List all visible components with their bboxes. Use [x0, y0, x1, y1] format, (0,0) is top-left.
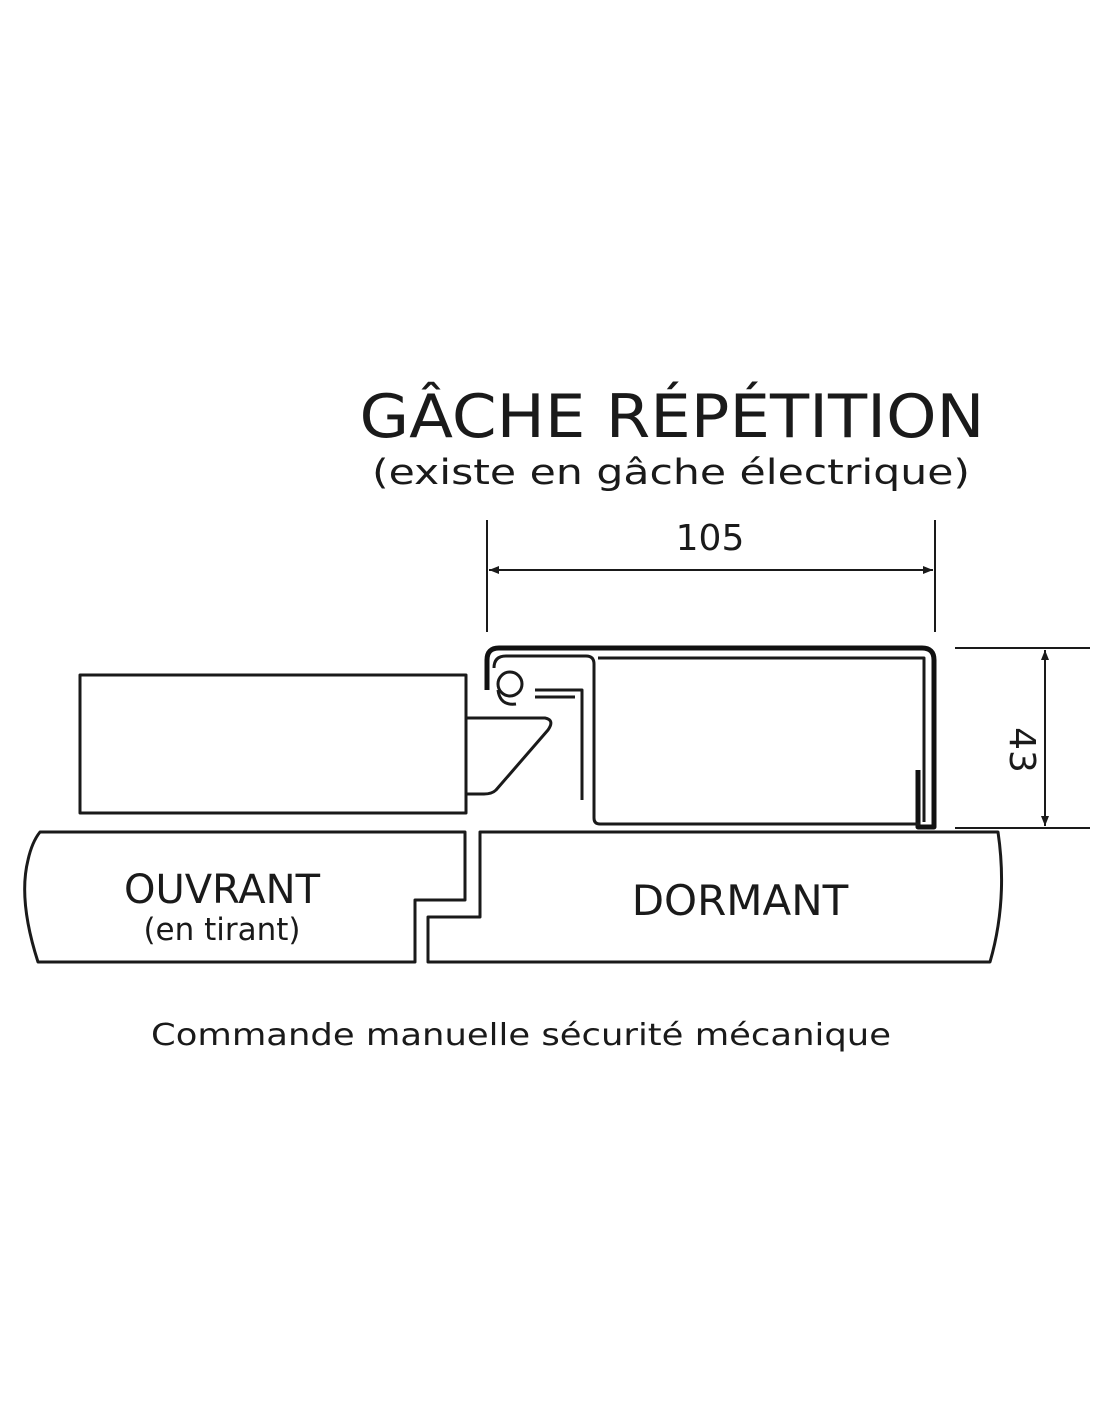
height-label: 43 [1001, 727, 1042, 773]
lock-body [78, 673, 468, 815]
strike-plate [484, 645, 937, 830]
dormant-profile [426, 830, 1004, 964]
diagram-title: GÂCHE RÉPÉTITION [360, 380, 985, 452]
ouvrant-label: OUVRANT [124, 867, 321, 913]
diagram-caption: Commande manuelle sécurité mécanique [151, 1018, 891, 1053]
ouvrant-sublabel: (en tirant) [143, 912, 300, 948]
height-dimension: 43 [955, 647, 1090, 829]
width-label: 105 [676, 518, 745, 559]
dormant-label: DORMANT [632, 876, 849, 925]
width-dimension: 105 [486, 518, 936, 632]
latch-bolt [466, 716, 553, 796]
ouvrant-profile [23, 830, 467, 964]
diagram-subtitle: (existe en gâche électrique) [372, 453, 970, 493]
